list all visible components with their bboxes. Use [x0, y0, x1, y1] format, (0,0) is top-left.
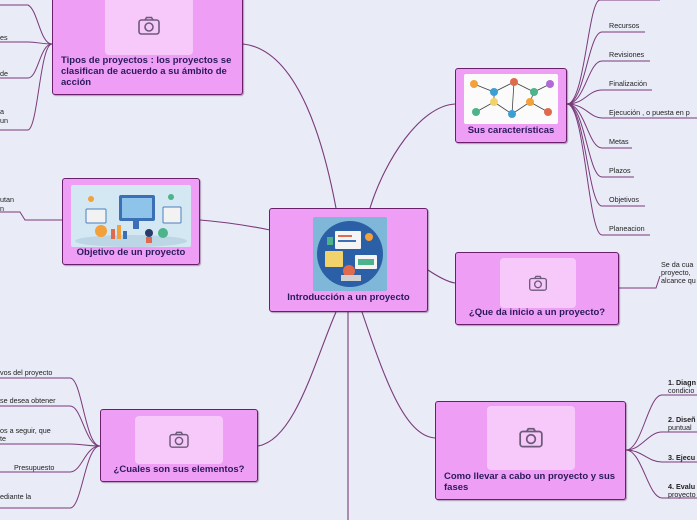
leaf-label[interactable]: n: [0, 204, 4, 213]
leaf-label[interactable]: a: [0, 107, 4, 116]
caracteristicas-illustration: [464, 74, 558, 124]
image-placeholder: [500, 258, 576, 308]
node-tipos-de-proyectos[interactable]: Tipos de proyectos : los proyectos se cl…: [52, 0, 243, 95]
leaf-label[interactable]: proyecto: [668, 490, 696, 499]
leaf-label[interactable]: 3. Ejecu: [668, 453, 696, 462]
node-title: Como llevar a cabo un proyecto y sus fas…: [444, 471, 616, 493]
leaf-label[interactable]: Metas: [609, 137, 629, 146]
leaf-label[interactable]: 4. Evalu: [668, 482, 696, 491]
leaf-label[interactable]: Finalización: [609, 79, 647, 88]
image-placeholder: [105, 0, 193, 55]
image-placeholder: [487, 406, 575, 470]
leaf-label[interactable]: 2. Diseñ: [668, 415, 696, 424]
leaf-label[interactable]: Se da cua: [661, 260, 694, 269]
node-fases[interactable]: Como llevar a cabo un proyecto y sus fas…: [435, 401, 626, 500]
node-title: Objetivo de un proyecto: [76, 247, 186, 258]
leaf-label[interactable]: condicio: [668, 386, 695, 395]
leaf-label[interactable]: Planeacion: [609, 224, 645, 233]
node-title: Tipos de proyectos : los proyectos se cl…: [61, 55, 232, 88]
node-elementos[interactable]: ¿Cuales son sus elementos?: [100, 409, 258, 482]
leaf-label[interactable]: ediante la: [0, 492, 32, 501]
node-title: ¿Que da inicio a un proyecto?: [468, 307, 606, 318]
leaf-label[interactable]: utan: [0, 195, 14, 204]
node-title: Introducción a un proyecto: [287, 292, 410, 303]
camera-icon: [138, 16, 160, 35]
leaf-label[interactable]: os a seguir, que: [0, 426, 51, 435]
camera-icon: [519, 427, 543, 448]
node-introduccion[interactable]: Introducción a un proyecto: [269, 208, 428, 312]
leaf-label[interactable]: alcance qu: [661, 276, 696, 285]
leaf-label[interactable]: se desea obtener: [0, 396, 56, 405]
leaf-label[interactable]: puntual: [668, 423, 692, 432]
leaf-label[interactable]: Plazos: [609, 166, 631, 175]
leaf-label[interactable]: de: [0, 69, 8, 78]
leaf-label[interactable]: es: [0, 33, 8, 42]
leaf-label[interactable]: proyecto,: [661, 268, 691, 277]
leaf-label[interactable]: te: [0, 434, 6, 443]
camera-icon: [169, 431, 189, 448]
node-objetivo[interactable]: Objetivo de un proyecto: [62, 178, 200, 265]
camera-icon: [529, 275, 547, 291]
node-caracteristicas[interactable]: Sus características: [455, 68, 567, 143]
leaf-label[interactable]: Objetivos: [609, 195, 639, 204]
leaf-label[interactable]: vos del proyecto: [0, 368, 53, 377]
node-inicio[interactable]: ¿Que da inicio a un proyecto?: [455, 252, 619, 325]
leaf-label[interactable]: Revisiones: [609, 50, 645, 59]
objetivo-illustration: [71, 185, 191, 247]
leaf-label[interactable]: Ejecución , o puesta en p: [609, 108, 690, 117]
node-title: ¿Cuales son sus elementos?: [113, 464, 245, 475]
leaf-label[interactable]: un: [0, 116, 8, 125]
leaf-label[interactable]: Presupuesto: [14, 463, 55, 472]
node-title: Sus características: [467, 125, 555, 136]
image-placeholder: [135, 416, 223, 464]
leaf-label[interactable]: Recursos: [609, 21, 640, 30]
central-illustration: [313, 217, 387, 291]
leaf-label[interactable]: 1. Diagn: [668, 378, 696, 387]
